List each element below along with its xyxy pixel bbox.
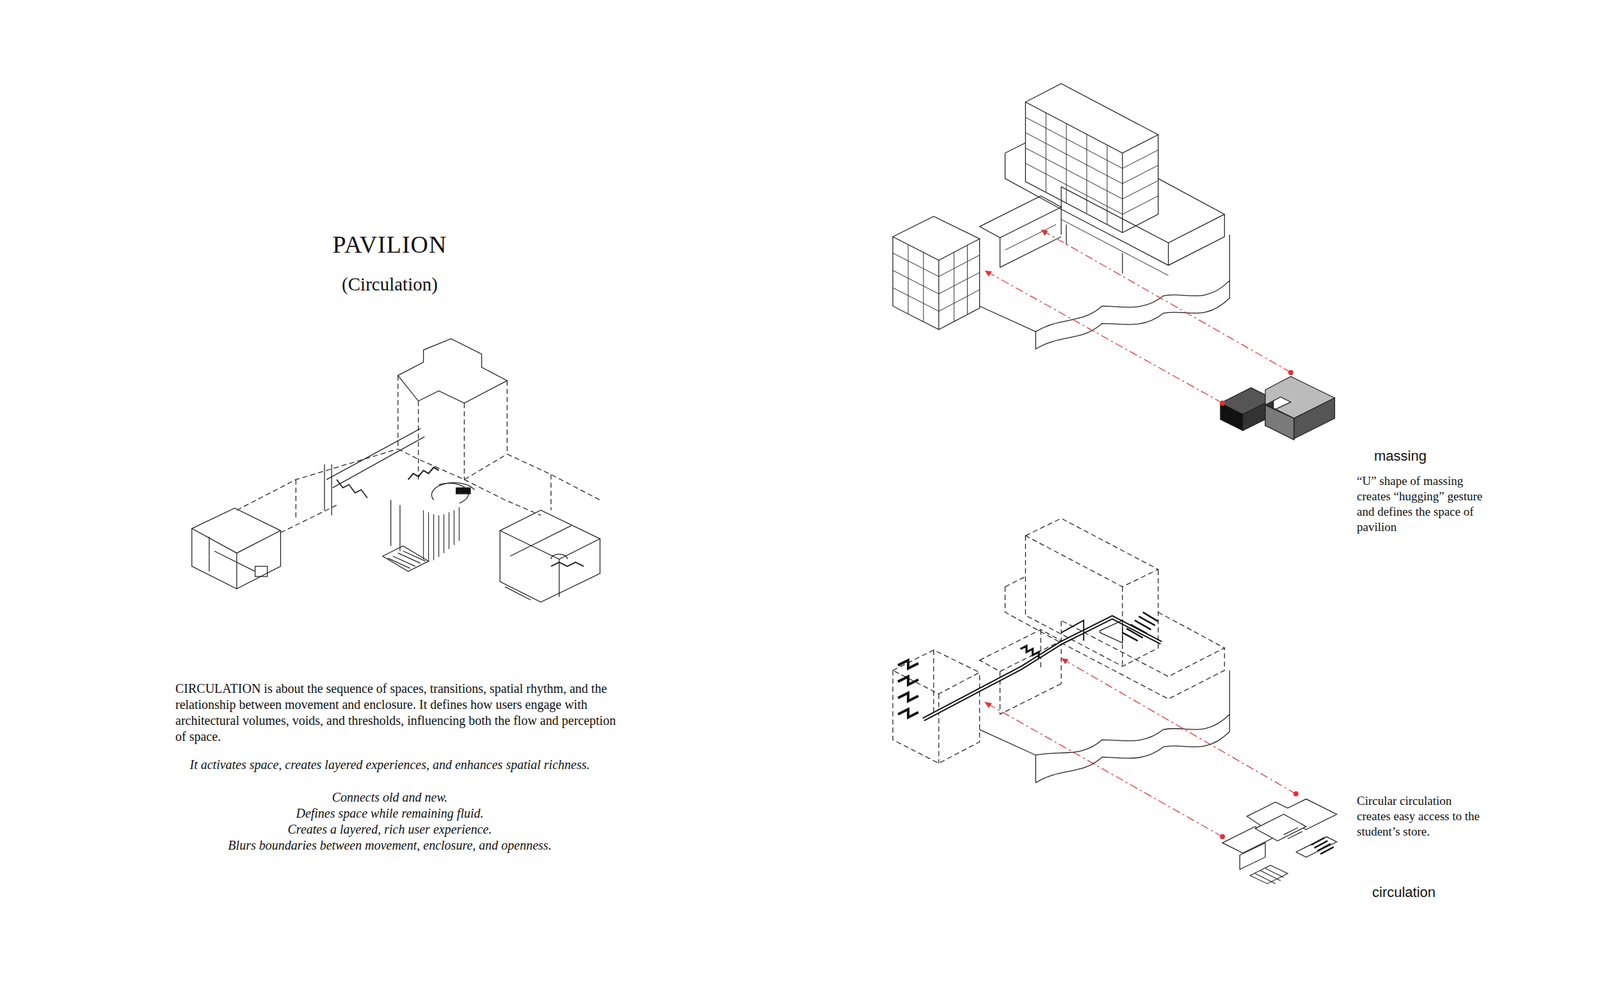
board-title: PAVILION: [332, 230, 447, 259]
subtitle: (Circulation): [341, 273, 438, 296]
annotation-note: “U” shape of massing creates “hugging” g…: [1356, 473, 1485, 536]
diagram-heading: massing: [1374, 448, 1427, 465]
principle-line: Creates a layered, rich user experience.: [288, 822, 493, 838]
principle-line: Blurs boundaries between movement, enclo…: [227, 838, 552, 854]
italic-statement: It activates space, creates layered expe…: [190, 757, 591, 773]
annotation-note: Circular circulation creates easy access…: [1356, 793, 1482, 840]
principle-line: Connects old and new.: [332, 790, 448, 806]
principle-line: Defines space while remaining fluid.: [295, 806, 484, 822]
diagram-heading: circulation: [1372, 884, 1436, 902]
body-paragraph: CIRCULATION is about the sequence of spa…: [175, 680, 624, 745]
